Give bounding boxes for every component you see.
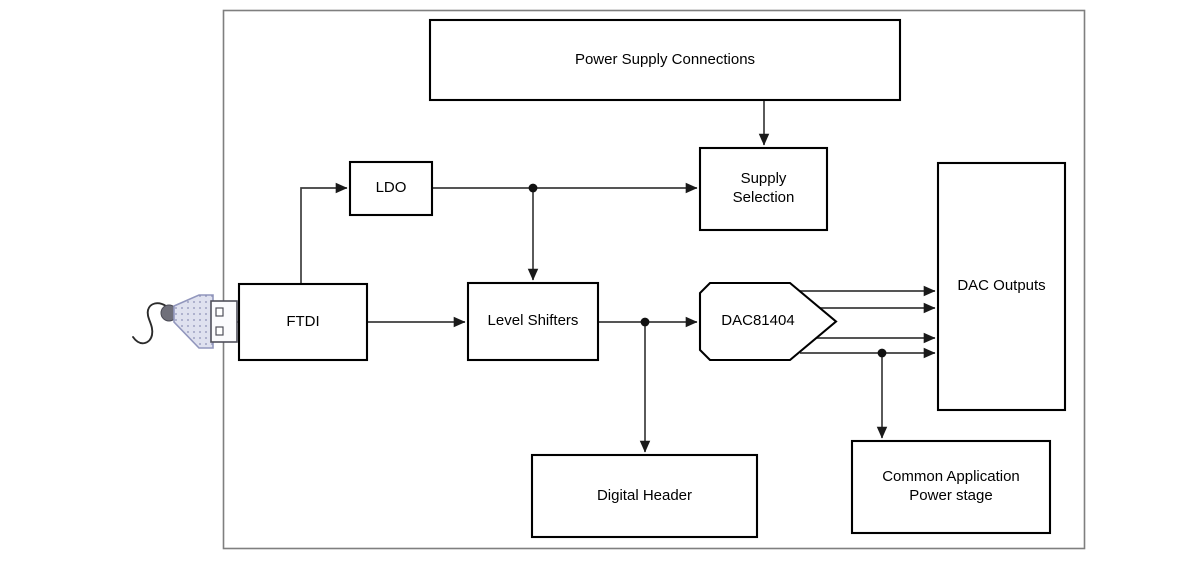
- block-digital-header[interactable]: [530, 453, 759, 539]
- junction-level-shifter-output: [640, 317, 650, 327]
- block-power-supply-connections[interactable]: [428, 18, 902, 102]
- block-supply-selection[interactable]: [698, 146, 829, 232]
- connector-layer: [224, 100, 936, 453]
- board-outline: [222, 9, 1086, 550]
- junction-dac-output-4: [877, 348, 887, 358]
- connector-ftdi-to-ldo: [300, 182, 348, 284]
- block-level-shifters[interactable]: [466, 281, 600, 362]
- usb-contact-lower-icon: [215, 326, 224, 336]
- block-ldo[interactable]: [348, 160, 434, 217]
- block-ftdi[interactable]: [237, 282, 369, 362]
- usb-plug-body-texture-icon: [174, 295, 213, 348]
- block-dac81404[interactable]: [698, 281, 838, 362]
- usb-contact-upper-icon: [215, 307, 224, 317]
- usb-metal-shell-icon: [210, 300, 238, 343]
- block-layer: [237, 18, 1067, 539]
- usb-connector-icon[interactable]: [132, 294, 238, 349]
- block-dac-outputs[interactable]: [936, 161, 1067, 412]
- block-common-application-power-stage[interactable]: [850, 439, 1052, 535]
- usb-cable-icon: [132, 302, 167, 345]
- junction-ldo-output: [528, 183, 538, 193]
- junction-dot-layer: [528, 183, 887, 358]
